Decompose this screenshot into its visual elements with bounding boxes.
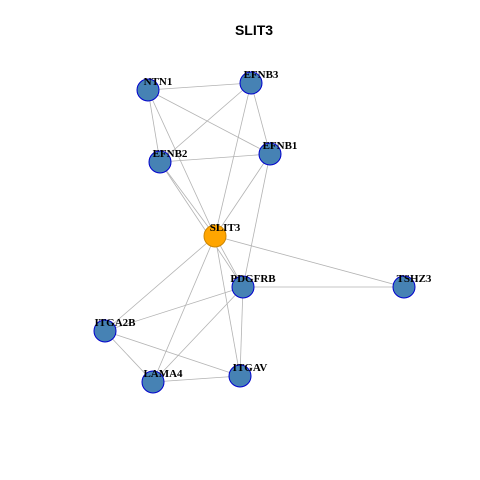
- node-label-efnb1: EFNB1: [263, 140, 298, 152]
- edge-efnb3-efnb2: [159, 82, 252, 163]
- edge-slit3-itgav: [214, 235, 241, 377]
- edge-efnb1-pdgfrb: [242, 153, 271, 288]
- node-label-tshz3: TSHZ3: [397, 273, 432, 285]
- edge-itga2b-lama4: [104, 330, 154, 383]
- edge-ntn1-efnb1: [147, 89, 271, 155]
- edge-efnb2-pdgfrb: [159, 161, 244, 288]
- node-label-lama4: LAMA4: [143, 368, 183, 380]
- node-pdgfrb[interactable]: [231, 275, 255, 299]
- edge-pdgfrb-itgav: [239, 286, 244, 377]
- edge-efnb2-slit3: [159, 161, 216, 237]
- edge-efnb2-efnb1: [159, 153, 271, 163]
- edge-efnb3-slit3: [214, 82, 252, 237]
- edge-slit3-itga2b: [104, 235, 216, 332]
- diagram-title: SLIT3: [235, 22, 273, 38]
- node-label-itga2b: ITGA2B: [95, 317, 137, 329]
- edge-slit3-lama4: [152, 235, 216, 383]
- edge-ntn1-slit3: [147, 89, 216, 237]
- node-label-slit3: SLIT3: [210, 222, 241, 234]
- edge-layer: [104, 82, 405, 383]
- node-layer: [93, 71, 416, 394]
- node-label-efnb3: EFNB3: [244, 69, 279, 81]
- edge-lama4-itgav: [152, 375, 241, 383]
- node-slit3[interactable]: [203, 224, 227, 248]
- node-label-itgav: ITGAV: [233, 362, 268, 374]
- node-efnb1[interactable]: [258, 142, 282, 166]
- edge-slit3-tshz3: [214, 235, 405, 288]
- node-ntn1[interactable]: [136, 78, 160, 102]
- node-efnb3[interactable]: [239, 71, 263, 95]
- node-lama4[interactable]: [141, 370, 165, 394]
- edge-efnb1-slit3: [214, 153, 271, 237]
- node-itga2b[interactable]: [93, 319, 117, 343]
- edge-pdgfrb-itga2b: [104, 286, 244, 332]
- edge-efnb3-efnb1: [250, 82, 271, 155]
- node-label-ntn1: NTN1: [144, 76, 173, 88]
- edge-itga2b-itgav: [104, 330, 241, 377]
- node-itgav[interactable]: [228, 364, 252, 388]
- edge-pdgfrb-lama4: [152, 286, 244, 383]
- node-tshz3[interactable]: [392, 275, 416, 299]
- node-label-efnb2: EFNB2: [153, 148, 188, 160]
- node-label-pdgfrb: PDGFRB: [230, 273, 276, 285]
- edge-ntn1-efnb3: [147, 82, 252, 91]
- node-efnb2[interactable]: [148, 150, 172, 174]
- edge-ntn1-efnb2: [147, 89, 161, 163]
